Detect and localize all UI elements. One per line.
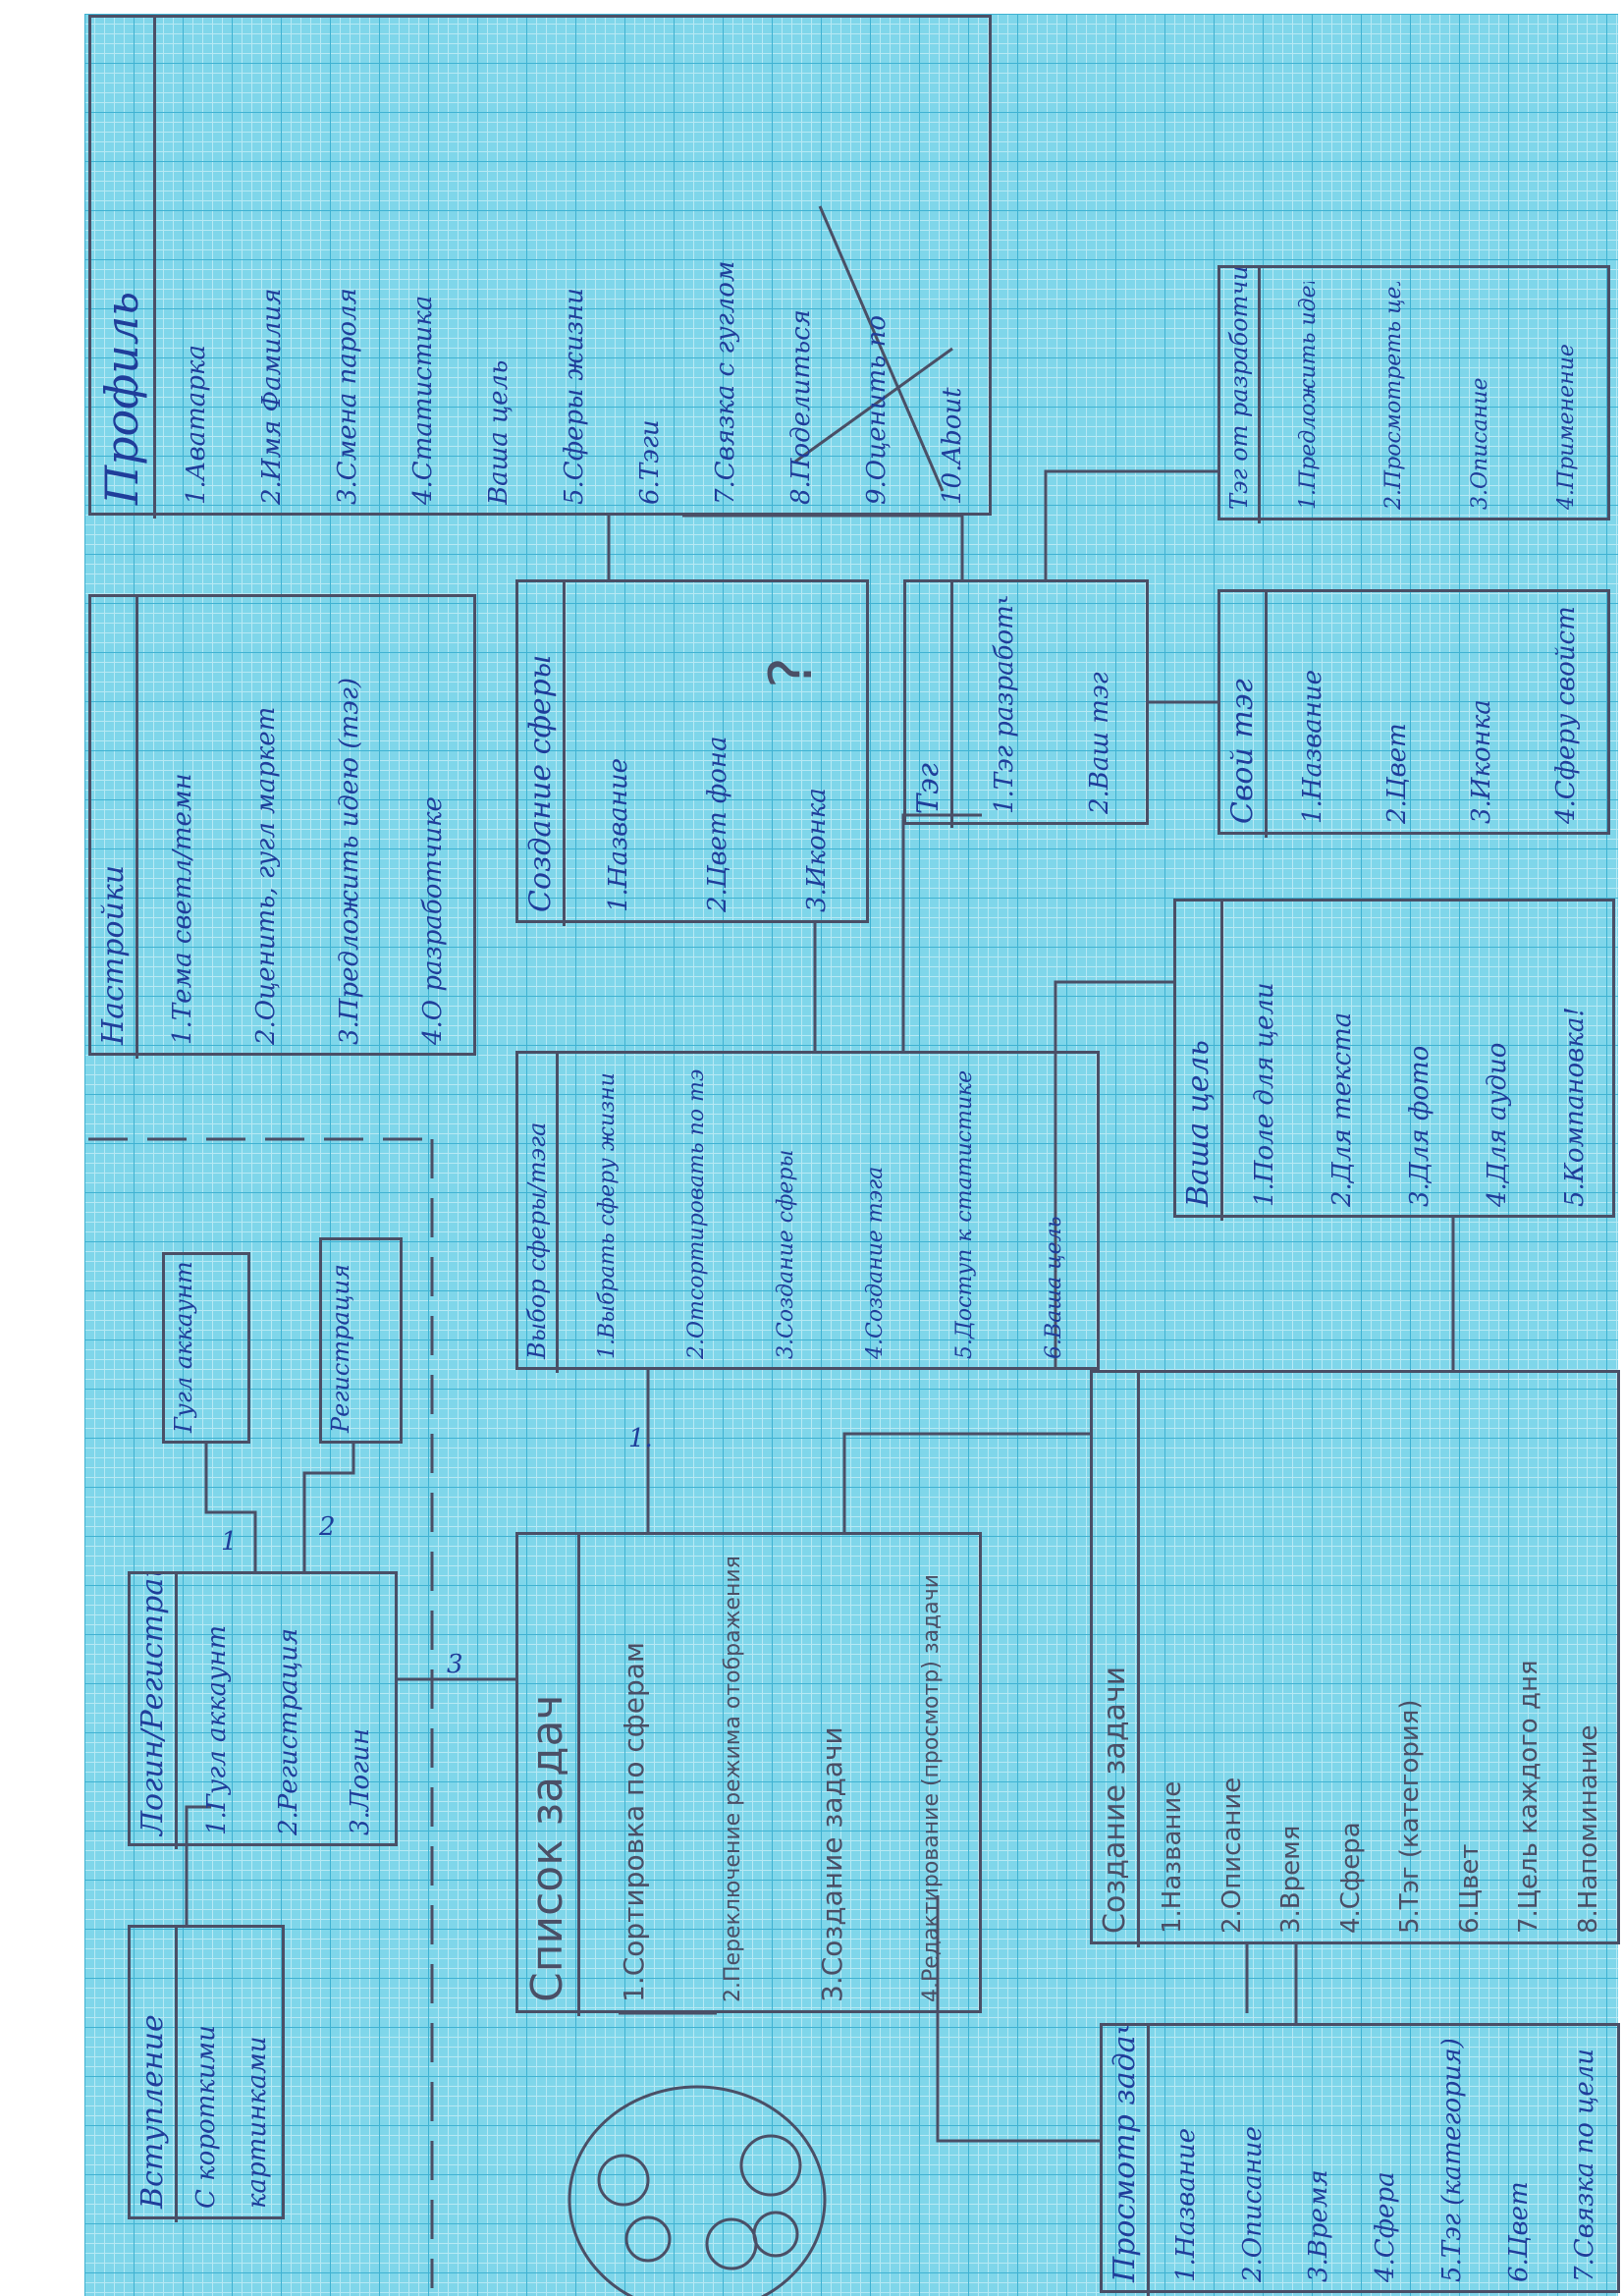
box-title: Логин/Регистрация (131, 1574, 178, 1849)
box-title: Тэг (906, 582, 953, 828)
box-item: 2.Отсортировать по тэгам (684, 1067, 710, 1359)
arrow-label: 1 (221, 1527, 238, 1557)
box-item: 1.Поле для цели (1250, 982, 1280, 1207)
settings-box: Настройки 1.Тема светл/темн 2.Оценить, г… (88, 594, 476, 1059)
box-item: 4.Сфера (1335, 1822, 1366, 1934)
box-item: 4.Редактирование (просмотр) задачи (918, 1573, 944, 2002)
box-item: 6.Тэги (634, 419, 665, 505)
box-item: 5.Тэг (категория) (1436, 2040, 1467, 2282)
box-title: Регистрация (327, 1264, 354, 1433)
box-item: 2.Описание (1217, 1777, 1247, 1934)
box-item: картинками (243, 2036, 273, 2209)
task-create-box: Создание задачи 1.Название 2.Описание 3.… (1090, 1370, 1620, 1947)
box-item: 3.Создание задачи (815, 1726, 848, 2002)
box-item: 4.О разработчике (417, 796, 448, 1045)
box-item: 3.Описание (1467, 377, 1492, 510)
box-title: Гугл аккаунт (170, 1261, 197, 1433)
arrow-label: 1. (628, 1424, 653, 1453)
box-item: 2.Описание (1237, 2126, 1268, 2282)
box-item: 6.Цвет (1454, 1843, 1485, 1934)
register-box: Регистрация (319, 1237, 403, 1444)
login-box: Логин/Регистрация 1.Гугл аккаунт 2.Регис… (128, 1571, 398, 1849)
box-item: 7.Связка по цели (1570, 2048, 1600, 2282)
box-title: Список задач (518, 1535, 581, 2016)
box-item: 1.Название (1158, 1780, 1188, 1934)
arrow-label: 2 (319, 1512, 336, 1542)
box-title: Профиль (91, 18, 156, 519)
box-item: 3.Создание сферы (774, 1149, 799, 1359)
box-title: Выбор сферы/тэга (518, 1054, 560, 1373)
box-item: 2.Ваш тэг (1084, 672, 1114, 814)
box-title: Просмотр задачи (1103, 2026, 1150, 2296)
box-item: 1.Название (1298, 669, 1328, 824)
task-view-box: Просмотр задачи 1.Название 2.Описание 3.… (1100, 2023, 1620, 2296)
box-item: 1.Тема светл/темн (168, 773, 198, 1045)
box-title: Создание задачи (1093, 1373, 1140, 1947)
box-item: 8.Напоминание (1573, 1724, 1603, 1934)
box-item: 3.Время (1276, 1825, 1307, 1934)
sphere-create-box: Создание сферы 1.Название 2.Цвет фона 3.… (515, 579, 869, 926)
box-item: 3.Логин (345, 1727, 375, 1835)
box-item: 1.Гугл аккаунт (201, 1625, 232, 1835)
box-item: 2.Имя Фамилия (257, 288, 288, 505)
box-item: 4.Статистика (407, 295, 438, 505)
box-item: 5.Тэг (категория) (1395, 1699, 1426, 1934)
profile-box: Профиль 1.Аватарка 2.Имя Фамилия 3.Смена… (88, 15, 992, 519)
box-item: 6.Цвет (1503, 2181, 1534, 2282)
box-item: 4.Для аудио (1482, 1042, 1512, 1207)
box-item: 9.Оценить по (861, 315, 892, 505)
box-item: 1.Название (603, 757, 633, 912)
box-item: 5.Доступ к статистике (951, 1069, 977, 1359)
box-item: 10.About (937, 387, 967, 505)
box-item: 2.Просмотреть цель (1381, 282, 1407, 510)
box-title: Ваша цель (1176, 902, 1223, 1221)
arrow-label: 3 (447, 1650, 463, 1679)
google-account-box: Гугл аккаунт (162, 1252, 250, 1444)
goal-box: Ваша цель 1.Поле для цели 2.Для текста 3… (1173, 899, 1615, 1221)
box-item: 4.Сферу свойства (1551, 606, 1582, 824)
box-title: Настройки (91, 597, 138, 1059)
box-item: 3.Иконка (802, 788, 833, 912)
box-item: 4.Создание тэга (863, 1166, 889, 1359)
own-tag-box: Свой тэг 1.Название 2.Цвет 3.Иконка 4.Сф… (1217, 589, 1610, 838)
box-item: 5.Сферы жизни (559, 288, 589, 505)
box-title: Вступление (131, 1928, 178, 2222)
box-item: 8.Поделиться (785, 309, 816, 505)
task-list-box: Список задач 1.Сортировка по сферам 2.Пе… (515, 1532, 982, 2016)
box-item: 3.Смена пароля (333, 288, 363, 505)
box-item: С короткими (191, 2025, 222, 2209)
dev-tag-box: Тэг от разработчика 1.Предложить идею 2.… (1217, 265, 1610, 523)
box-item: 1.Название (1170, 2127, 1201, 2282)
box-item: 4.Сфера (1371, 2171, 1401, 2282)
box-item: 3.Предложить идею (тэг) (334, 678, 364, 1045)
welcome-box: Вступление С короткими картинками (128, 1925, 285, 2222)
box-title: Тэг от разработчика (1220, 268, 1262, 523)
box-item: 4.Применение (1553, 344, 1579, 510)
box-item: 2.Регистрация (273, 1627, 303, 1835)
box-item: 1.Выбрать сферу жизни (595, 1072, 621, 1359)
box-item: Ваша цель (483, 359, 514, 505)
box-item: 3.Иконка (1467, 699, 1497, 824)
box-item: 2.Для текста (1327, 1011, 1358, 1207)
box-item: 6.Ваша цель (1041, 1216, 1066, 1359)
tag-box: Тэг 1.Тэг разработчика 2.Ваш тэг (903, 579, 1149, 828)
box-item: 7.Цель каждого дня (1514, 1660, 1544, 1934)
box-item: 2.Оценить, гугл маркет (251, 706, 282, 1045)
box-item: 3.Время (1304, 2169, 1334, 2282)
box-title: Создание сферы (518, 582, 566, 926)
box-item: 2.Переключение режима отображения задач (721, 1549, 746, 2002)
box-item: 1.Сортировка по сферам (617, 1641, 650, 2002)
box-item: 1.Аватарка (182, 345, 212, 505)
question-mark: ? (756, 657, 826, 688)
box-item: 1.Тэг разработчика (989, 596, 1019, 814)
box-title: Свой тэг (1220, 592, 1268, 838)
box-item: 2.Цвет фона (703, 736, 733, 912)
box-item: 2.Цвет (1382, 723, 1413, 824)
box-item: 1.Предложить идею (1295, 282, 1321, 510)
box-item: 7.Связка с гуглом (710, 260, 740, 505)
sphere-choice-box: Выбор сферы/тэга 1.Выбрать сферу жизни 2… (515, 1051, 1100, 1373)
box-item: 3.Для фото (1405, 1045, 1435, 1207)
box-item: 5.Компановка! (1559, 1007, 1590, 1207)
